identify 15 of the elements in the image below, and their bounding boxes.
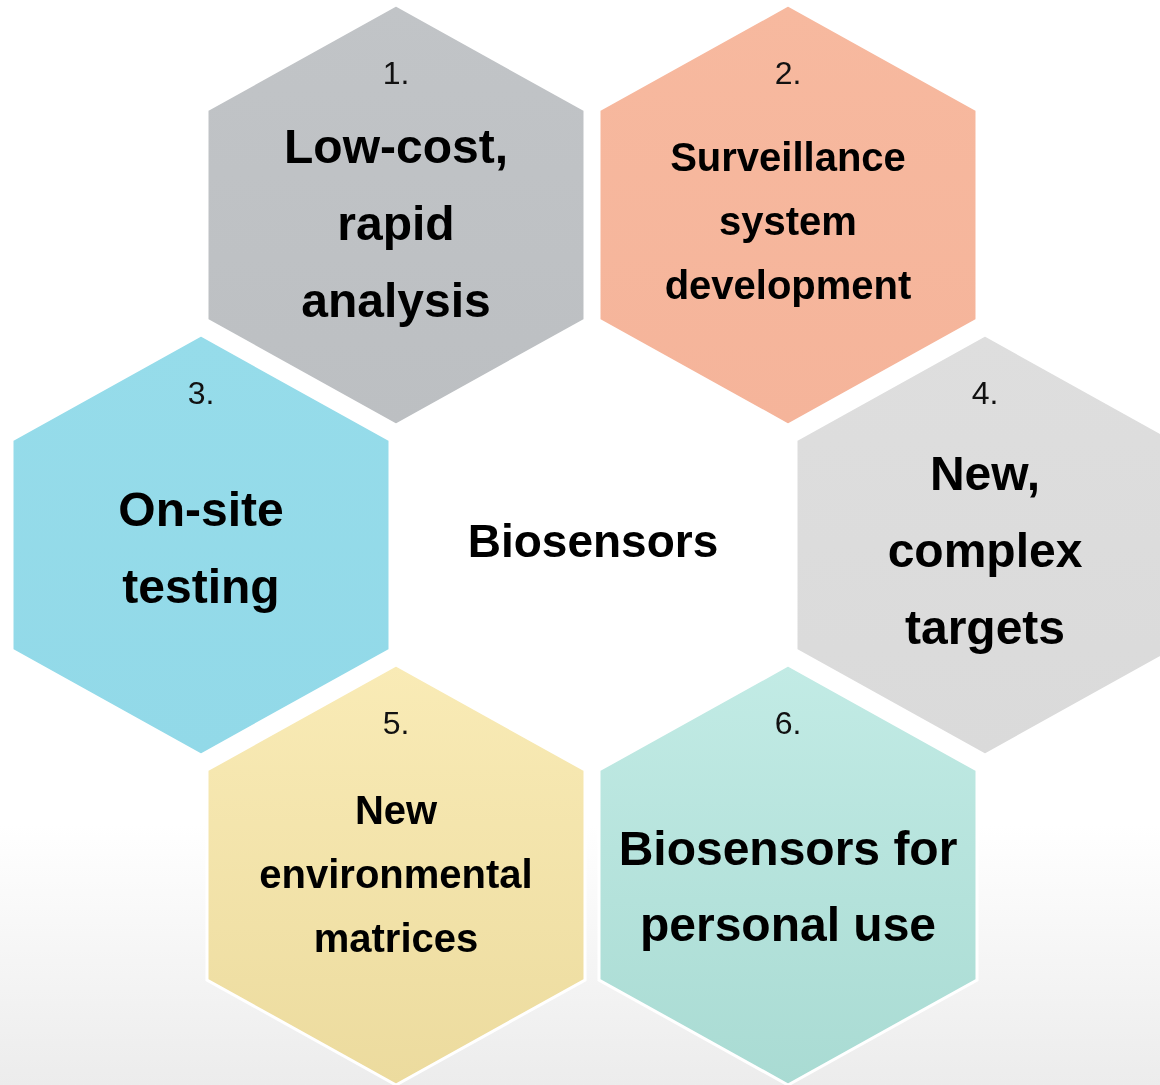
number-label: 2.: [774, 55, 802, 92]
number-label: 4.: [971, 375, 999, 412]
number-label: 5.: [382, 705, 410, 742]
number-label: 1.: [382, 55, 410, 92]
hexagon-title: Low-cost, rapid analysis: [283, 118, 509, 329]
hexagon-title: New, complex targets: [886, 445, 1084, 656]
hexagon-title: New environmental matrices: [258, 787, 534, 962]
number-label: 3.: [187, 375, 215, 412]
center-title: Biosensors: [467, 514, 719, 568]
hexagon-title: Biosensors for personal use: [618, 821, 958, 953]
hexagon-tile: [599, 665, 977, 1085]
hexagon-title: On-site testing: [117, 482, 285, 615]
number-label: 6.: [774, 705, 802, 742]
hexagon-tile: [207, 665, 585, 1085]
hexagon-title: Surveillance system development: [663, 134, 913, 309]
